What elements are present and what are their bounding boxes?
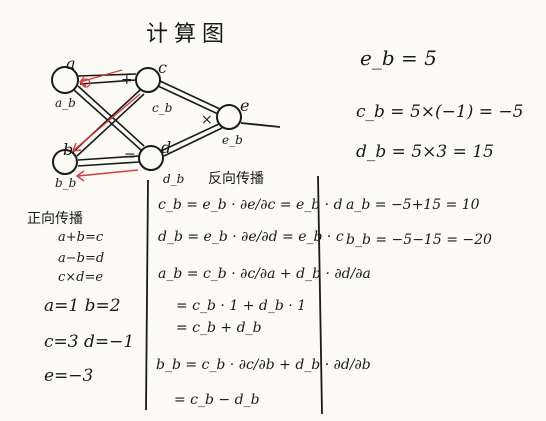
edge-b-d — [77, 155, 140, 167]
red-mark — [81, 78, 91, 88]
grad-label-c: c_b — [152, 101, 173, 115]
node-a — [51, 66, 79, 94]
forward-eq-2: a−b=d — [58, 251, 105, 266]
result-bb: b_b = −5−15 = −20 — [346, 232, 492, 248]
grad-label-a: a_b — [55, 96, 76, 110]
op-add: + — [121, 72, 133, 88]
backward-line-3: a_b = c_b · ∂c/∂a + d_b · ∂d/∂a — [158, 266, 371, 282]
backprop-arrows — [71, 69, 141, 182]
forward-eq-1: a+b=c — [58, 230, 104, 245]
edge-e-output — [240, 122, 281, 128]
node-label-c: c — [158, 58, 167, 77]
forward-values-2: c=3 d=−1 — [44, 332, 135, 352]
forward-values-1: a=1 b=2 — [44, 296, 121, 316]
node-d — [138, 145, 164, 171]
node-c — [135, 67, 161, 93]
op-mul: × — [201, 112, 213, 128]
forward-eq-3: c×d=e — [58, 270, 104, 285]
backward-line-2: d_b = e_b · ∂e/∂d = e_b · c — [158, 229, 344, 245]
node-b — [52, 149, 78, 175]
node-label-b: b — [63, 140, 74, 159]
node-e — [216, 104, 242, 130]
grad-label-e: e_b — [222, 133, 243, 147]
node-label-a: a — [66, 54, 76, 73]
node-label-d: d — [161, 138, 172, 157]
backward-line-7: = c_b − d_b — [174, 392, 260, 408]
result-db: d_b = 5×3 = 15 — [356, 142, 494, 162]
backward-line-5: = c_b + d_b — [176, 320, 262, 336]
result-ab: a_b = −5+15 = 10 — [346, 197, 480, 213]
forward-values-3: e=−3 — [44, 366, 94, 386]
backward-line-1: c_b = e_b · ∂e/∂c = e_b · d — [158, 197, 343, 213]
backward-heading: 反向传播 — [208, 171, 264, 187]
edge-d-e — [160, 123, 223, 157]
page-title: 计算图 — [146, 22, 231, 47]
grad-label-b: b_b — [55, 176, 77, 190]
grad-label-d: d_b — [163, 172, 185, 186]
derivation-bracket-left — [145, 179, 149, 411]
derivation-bracket-right — [317, 175, 323, 415]
node-label-e: e — [240, 96, 250, 115]
backward-line-4: = c_b · 1 + d_b · 1 — [176, 298, 307, 314]
result-cb: c_b = 5×(−1) = −5 — [356, 102, 524, 122]
edge-c-e — [157, 80, 221, 115]
backward-line-6: b_b = c_b · ∂c/∂b + d_b · ∂d/∂b — [156, 357, 371, 373]
forward-heading: 正向传播 — [27, 211, 83, 227]
result-eb: e_b = 5 — [360, 46, 437, 70]
op-sub: = — [124, 148, 136, 164]
